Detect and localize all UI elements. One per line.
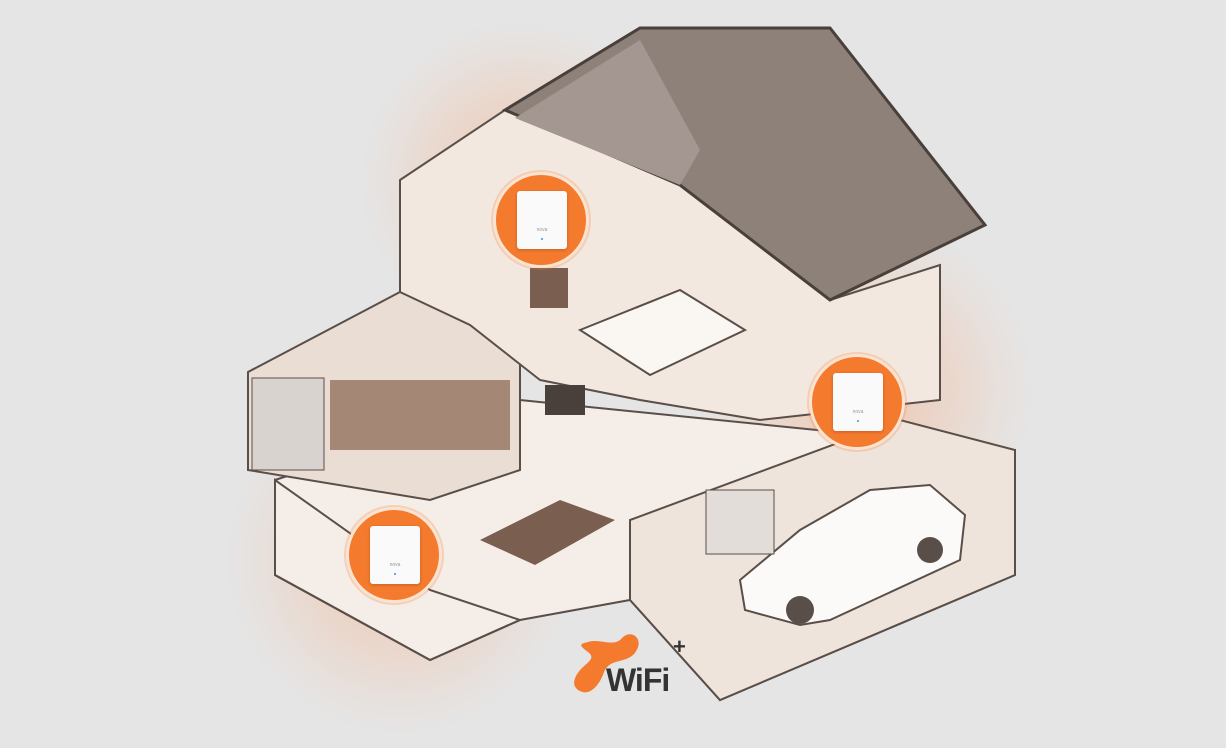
dresser xyxy=(530,268,568,308)
router-device: nova xyxy=(370,526,420,584)
dining-table xyxy=(480,500,615,565)
router-brand: nova xyxy=(852,409,864,415)
wifi-plus-logo: WiFi + xyxy=(570,628,700,700)
bed xyxy=(577,288,748,377)
status-led xyxy=(857,420,859,422)
tv xyxy=(545,385,585,415)
status-led xyxy=(394,573,396,575)
car-wheel xyxy=(786,596,814,624)
mesh-node-bathroom: nova xyxy=(493,172,589,268)
logo-plus: + xyxy=(673,634,686,659)
mesh-node-garage: nova xyxy=(809,354,905,450)
router-device: nova xyxy=(517,191,567,249)
router-brand: nova xyxy=(536,227,548,233)
fridge xyxy=(251,377,325,471)
mesh-node-basement: nova xyxy=(346,507,442,603)
router-brand: nova xyxy=(389,562,401,568)
car-wheel xyxy=(917,537,943,563)
router-device: nova xyxy=(833,373,883,431)
logo-word: WiFi xyxy=(606,662,670,698)
car xyxy=(738,483,967,627)
status-led xyxy=(541,238,543,240)
washer xyxy=(705,489,775,555)
kitchen-counter xyxy=(330,380,510,450)
roof-underside xyxy=(515,40,700,185)
wifi-plus-mark-icon xyxy=(574,634,639,693)
